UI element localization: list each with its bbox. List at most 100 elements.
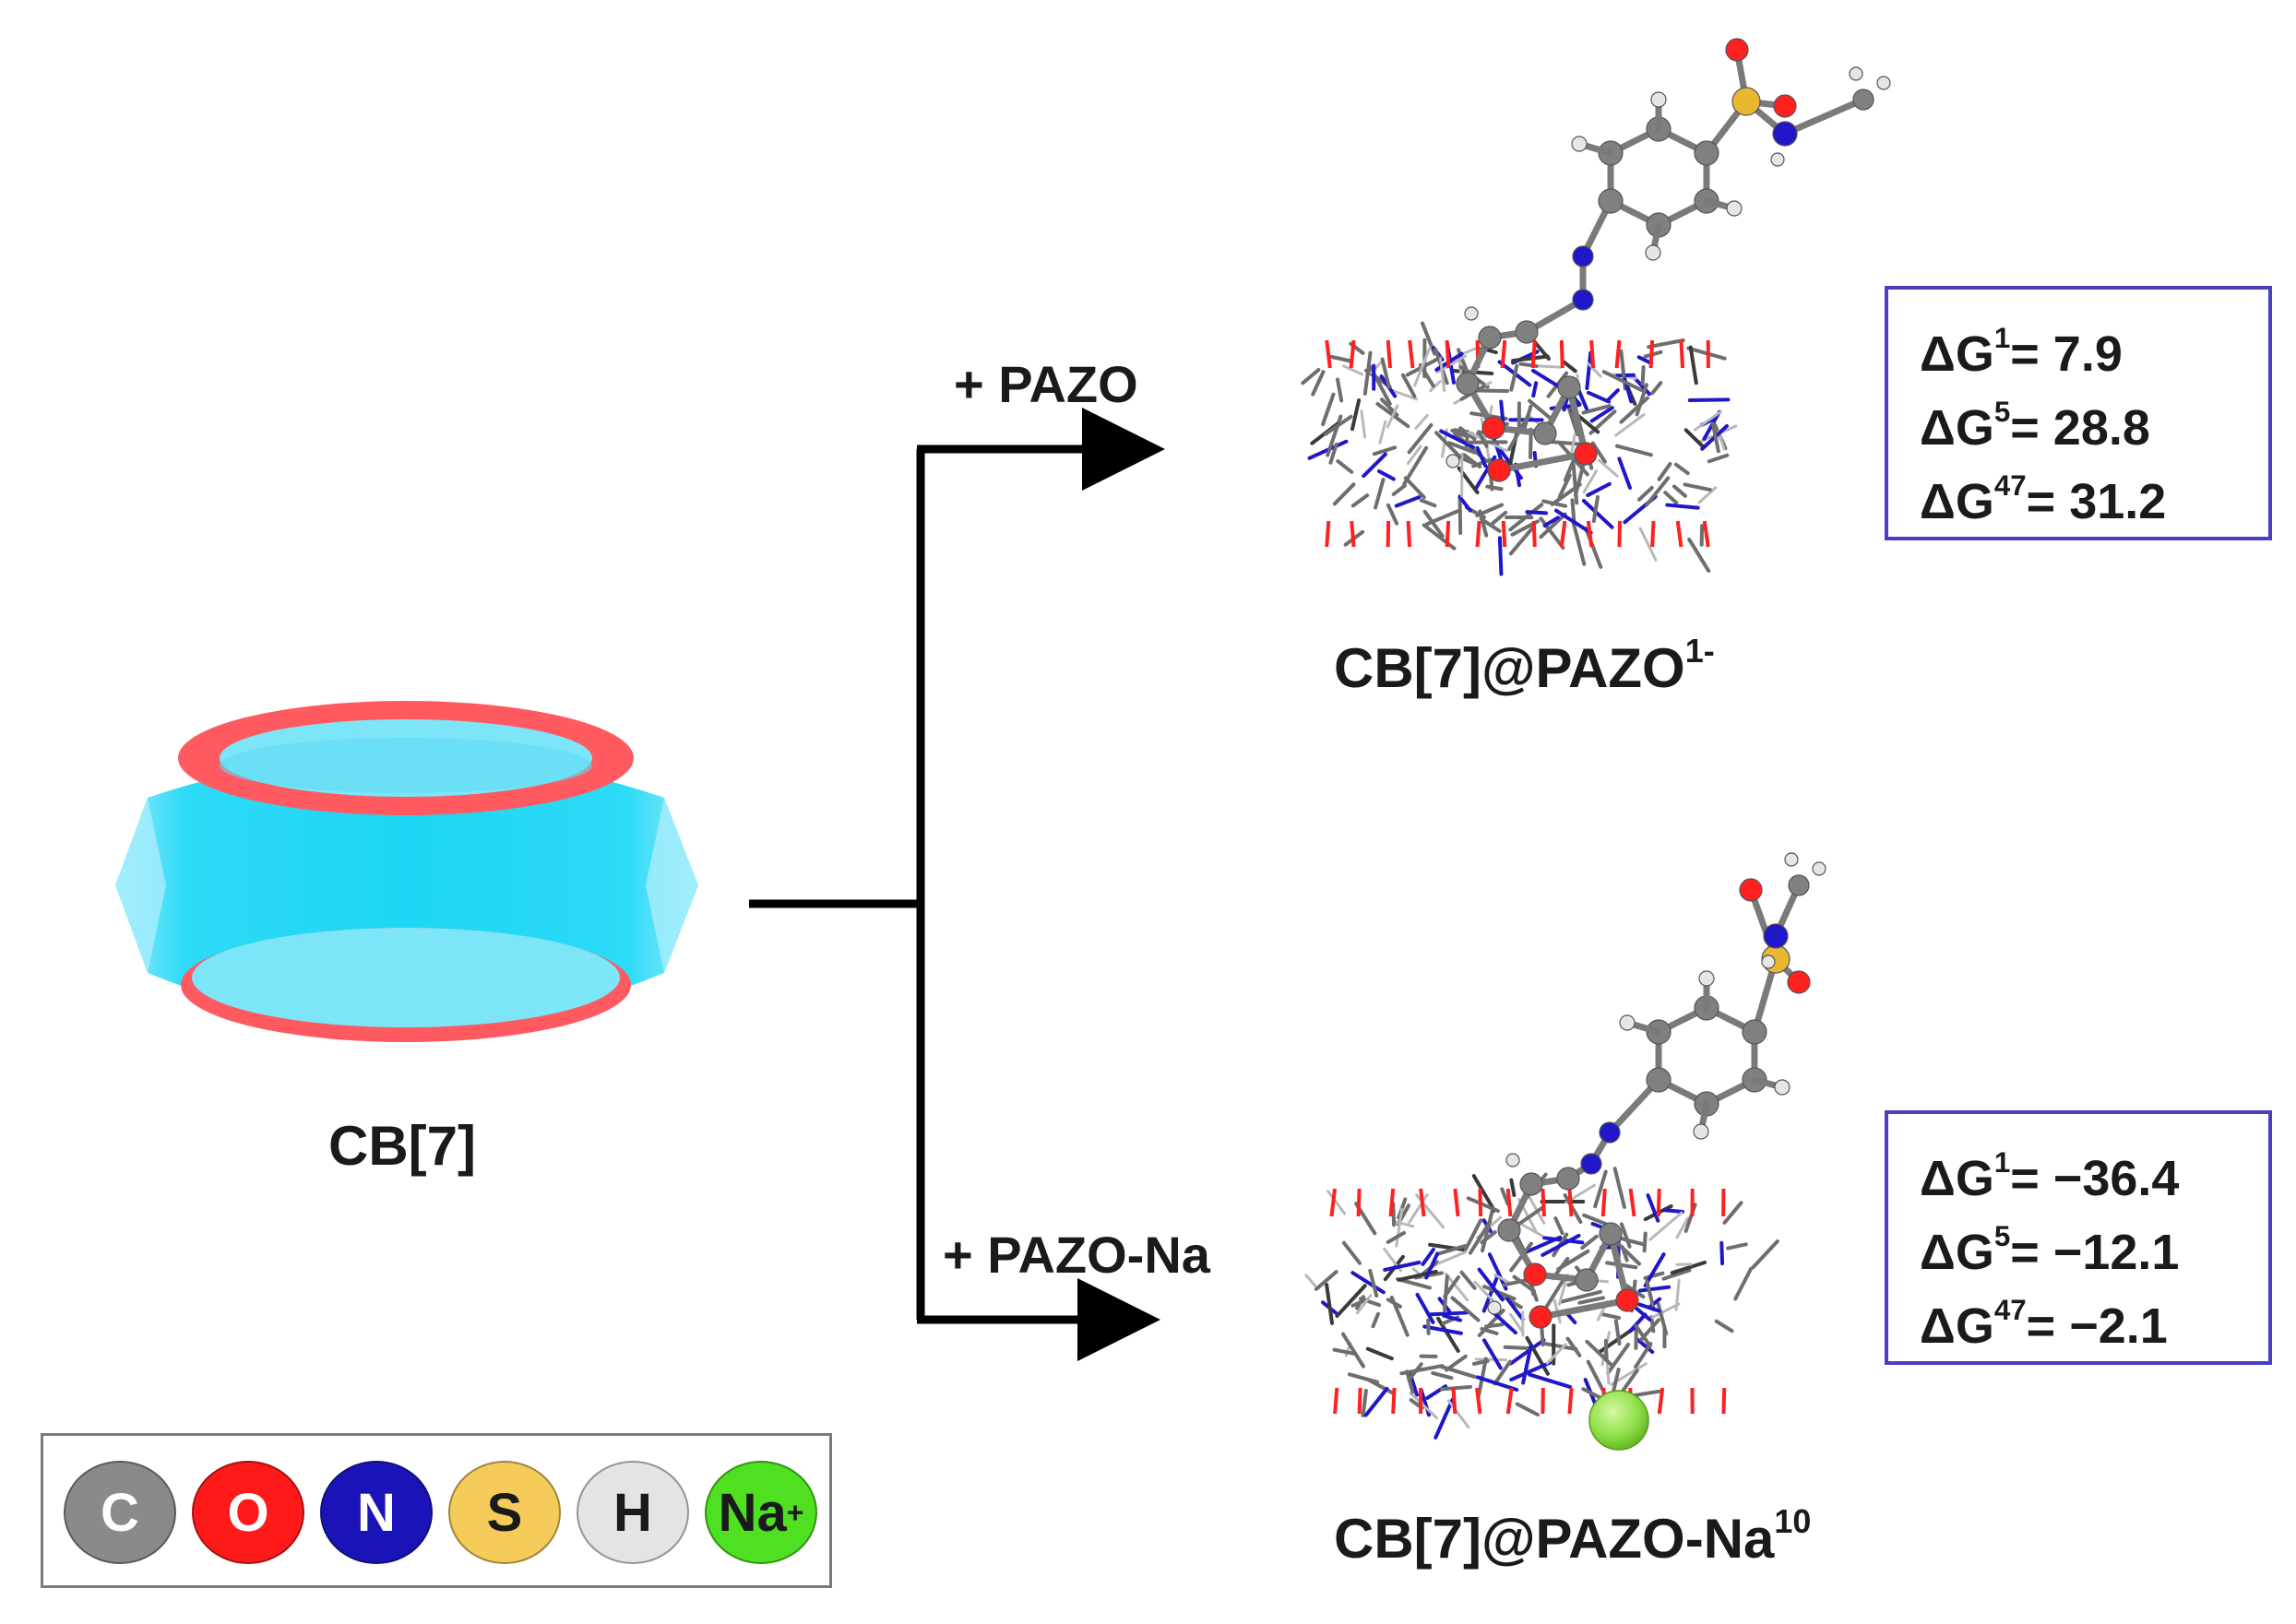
cage-bond — [1635, 383, 1648, 417]
hydrogen-atom — [1650, 91, 1667, 108]
cage-bond — [1580, 1234, 1599, 1251]
oxygen-key: O — [192, 1461, 304, 1564]
hydrogen-atom — [1505, 1153, 1520, 1168]
carbonyl-oxygen-bond — [1721, 1387, 1727, 1415]
cb7-bottom-portal-opening — [192, 928, 620, 1027]
cage-bond — [1733, 1266, 1754, 1301]
carbonyl-oxygen-bond — [1325, 520, 1331, 548]
product-2-superscript: 10 — [1774, 1502, 1812, 1540]
guest-bond — [1495, 450, 1589, 474]
sulfur-atom — [1731, 87, 1761, 116]
hydrogen-key: H — [577, 1461, 689, 1564]
carbonyl-oxygen-bond — [1408, 339, 1415, 369]
cb7-top-portal-shade — [220, 738, 592, 793]
cage-bond — [1573, 461, 1586, 498]
cage-bond — [1329, 354, 1353, 363]
cage-bond — [1543, 1342, 1578, 1352]
carbonyl-oxygen-bond — [1475, 520, 1481, 548]
carbon-key: C — [64, 1461, 176, 1564]
cage-bond — [1722, 1201, 1743, 1225]
energy-row: ΔG47= −2.1 — [1920, 1293, 2168, 1354]
cage-bond — [1471, 1358, 1490, 1366]
cage-bond — [1671, 484, 1687, 498]
hydrogen-atom — [1784, 852, 1799, 867]
cage-bond — [1566, 404, 1579, 437]
hydrogen-atom — [1761, 954, 1776, 969]
nitrogen-atom — [1580, 1153, 1602, 1175]
oxygen-atom — [1487, 458, 1511, 482]
cage-bond — [1586, 481, 1612, 498]
hydrogen-atom — [1619, 1014, 1636, 1031]
cage-bond — [1531, 381, 1539, 398]
cage-bond — [1426, 1318, 1431, 1335]
cage-bond — [1450, 1296, 1481, 1322]
carbonyl-oxygen-bond — [1388, 1188, 1396, 1217]
cage-bond — [1601, 370, 1644, 393]
cage-bond — [1445, 1354, 1468, 1372]
cage-bond — [1422, 509, 1445, 539]
cage-bond — [1439, 1384, 1472, 1392]
cage-bond — [1355, 1294, 1373, 1315]
carbonyl-oxygen-bond — [1356, 1188, 1362, 1217]
cage-bond — [1301, 367, 1321, 385]
carbon-atom — [1598, 188, 1624, 214]
cage-bond — [1350, 493, 1370, 508]
product-1-energy-box: ΔG1= 7.9 ΔG5= 28.8 ΔG47= 31.2 — [1885, 286, 2272, 540]
cage-bond — [1304, 1274, 1317, 1287]
cage-wireframe — [1301, 321, 1738, 576]
cage-bond — [1687, 397, 1731, 403]
cage-bond — [1517, 1205, 1545, 1227]
carbonyl-oxygen-bond — [1675, 520, 1683, 548]
carbon-atom — [1557, 375, 1581, 399]
cage-bond — [1424, 1251, 1440, 1280]
cage-bond — [1476, 388, 1510, 394]
cage-bond — [1539, 512, 1567, 539]
cage-bond — [1615, 444, 1653, 457]
cage-bond — [1697, 486, 1718, 504]
cage-bond — [1372, 445, 1398, 456]
cage-bond — [1437, 1251, 1468, 1265]
carbon-atom — [1519, 1172, 1543, 1196]
cage-bond — [1442, 1313, 1463, 1322]
nitrogen-atom — [1772, 121, 1798, 147]
cage-bond — [1508, 503, 1544, 532]
cage-bond — [1637, 1302, 1661, 1313]
cb7-body-facet-right — [646, 798, 698, 973]
cage-bond — [1673, 462, 1690, 476]
carbonyl-oxygen-bond — [1500, 339, 1507, 369]
carbon-atom — [1646, 1067, 1671, 1093]
cage-bond — [1693, 409, 1723, 432]
carbonyl-oxygen-bond — [1478, 1188, 1483, 1217]
carbonyl-oxygen-bond — [1349, 339, 1356, 369]
cage-bond — [1565, 1336, 1582, 1357]
cage-bond — [1443, 1274, 1460, 1298]
hydrogen-atom — [1464, 306, 1479, 321]
cage-bond — [1530, 368, 1564, 391]
carbonyl-oxygen-bond — [1600, 1188, 1607, 1217]
cage-bond — [1400, 373, 1417, 398]
cage-bond — [1378, 420, 1387, 445]
cage-bond — [1376, 468, 1396, 481]
cage-bond — [1521, 1344, 1533, 1385]
cage-bond — [1491, 510, 1508, 526]
cage-bond — [1332, 1347, 1356, 1356]
cage-bond — [1395, 1207, 1404, 1248]
cage-bond — [1618, 1369, 1639, 1396]
cage-bond — [1650, 381, 1663, 396]
cage-bond — [1435, 1243, 1468, 1256]
cage-bond — [1647, 1297, 1662, 1310]
cage-bond — [1648, 1211, 1683, 1241]
cage-bond — [1520, 1235, 1563, 1256]
cage-bond — [1493, 1359, 1513, 1386]
cage-bond — [1415, 1292, 1435, 1324]
guest-molecule — [1445, 38, 1891, 482]
cage-bond — [1683, 482, 1712, 492]
cage-bond — [1646, 1193, 1660, 1223]
cage-bond — [1661, 1268, 1692, 1281]
carbon-atom — [1599, 1222, 1623, 1246]
carbon-atom — [1533, 421, 1557, 445]
cage-bond — [1425, 509, 1459, 527]
energy-row: ΔG1= −36.4 — [1920, 1145, 2180, 1206]
cage-bond — [1492, 1310, 1517, 1335]
cage-bond — [1485, 484, 1504, 492]
